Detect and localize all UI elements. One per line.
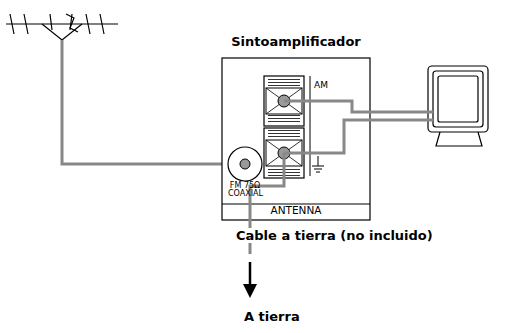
ground-symbol: [312, 156, 324, 172]
coax-jack: [228, 147, 262, 181]
fm-cable: [62, 40, 228, 164]
panel-band-label: ANTENNA: [271, 204, 322, 216]
terminal-label: AM: [314, 80, 328, 90]
am-loop-wire: [284, 101, 424, 112]
jack-label: FM 75Ω COAXIAL: [228, 182, 262, 198]
ground-cable-label: Cable a tierra (no incluido): [234, 228, 435, 243]
fm-antenna: [6, 14, 118, 40]
receiver-panel-outline: [222, 58, 370, 220]
ground-label: A tierra: [244, 309, 300, 324]
am-loop-wire: [284, 120, 424, 153]
panel-heading: Sintoamplificador: [231, 34, 361, 49]
ground-arrow: [243, 262, 257, 298]
am-loop-antenna: [424, 66, 488, 146]
